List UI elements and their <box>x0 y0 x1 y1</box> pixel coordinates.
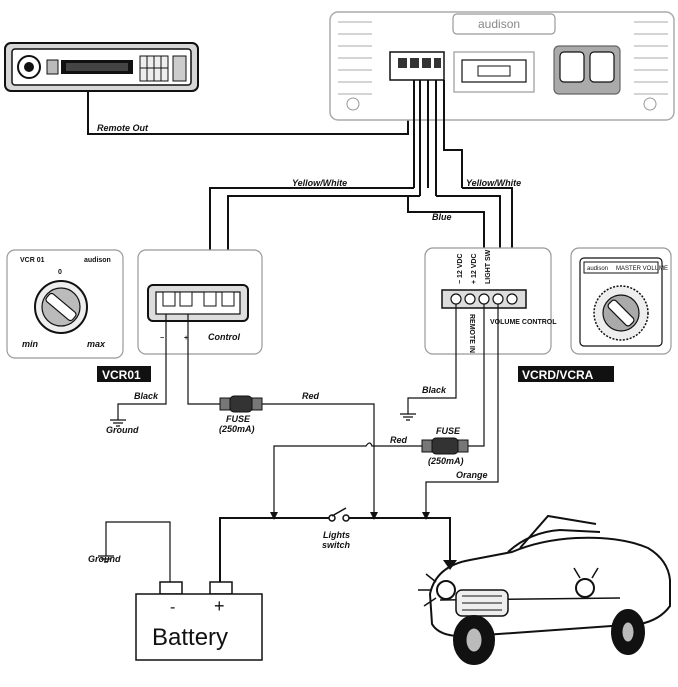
battery <box>135 581 263 661</box>
lights-switch-line2: switch <box>322 540 351 550</box>
vcr01-brand-label: audison <box>84 257 111 264</box>
black-left-label: Black <box>134 391 159 401</box>
vcr01-max-label: max <box>87 339 106 349</box>
vcrd-plus12-label: + 12 VDC <box>471 253 478 284</box>
red-left-label: Red <box>302 391 320 401</box>
fuse-right-rating: (250mA) <box>428 456 464 466</box>
svg-text:VCR01: VCR01 <box>102 368 141 382</box>
red-mid-label: Red <box>390 435 408 445</box>
amplifier: audison <box>329 11 675 121</box>
vcr01-knob-panel: VCR 01 audison 0 min max <box>6 249 124 359</box>
lights-arrow <box>443 560 457 570</box>
vcr01-badge: VCR01 <box>97 366 151 382</box>
vcr01-model-label: VCR 01 <box>20 257 45 264</box>
vcra-knob-panel: audison MASTER VOLUME <box>570 247 672 355</box>
vcrd-vcra-badge: VCRD/VCRA <box>518 366 614 382</box>
orange-label: Orange <box>456 470 488 480</box>
battery-minus-label: - <box>170 599 175 616</box>
lights-switch <box>328 507 350 522</box>
vcra-master-volume-label: MASTER VOLUME <box>616 266 668 272</box>
battery-plus-label: + <box>214 596 225 616</box>
vcrd-minus12-label: − 12 VDC <box>457 253 464 284</box>
headlight-rays <box>418 567 599 607</box>
vcr01-min-label: min <box>22 339 39 349</box>
ground-bottom-label: Ground <box>88 554 121 564</box>
fuse-left-rating: (250mA) <box>219 424 255 434</box>
yellow-white-left-label: Yellow/White <box>292 178 347 188</box>
fuse-right <box>421 437 469 455</box>
blue-wire-label: Blue <box>432 212 452 222</box>
vcr01-connector-panel: − + Control <box>137 249 263 355</box>
fuse-left-label: FUSE <box>226 414 251 424</box>
fuse-right-label: FUSE <box>436 426 461 436</box>
yellow-white-right-label: Yellow/White <box>466 178 521 188</box>
vcrd-remote-in-label: REMOTE IN <box>468 314 475 353</box>
svg-text:VCRD/VCRA: VCRD/VCRA <box>522 368 594 382</box>
head-unit <box>4 42 199 92</box>
vcrd-terminal-panel: − 12 VDC + 12 VDC LIGHT SW REMOTE IN VOL… <box>424 247 557 355</box>
remote-out-label: Remote Out <box>97 123 149 133</box>
vcrd-lightsw-label: LIGHT SW <box>485 249 492 284</box>
vcra-brand-label: audison <box>587 266 608 272</box>
battery-label: Battery <box>152 624 228 651</box>
bus-arrows <box>270 512 430 520</box>
car <box>428 514 671 665</box>
vcr01-zero-label: 0 <box>58 269 62 276</box>
black-right-label: Black <box>422 385 447 395</box>
lights-switch-line1: Lights <box>323 530 350 540</box>
vcr01-control-label: Control <box>208 332 240 342</box>
amplifier-brand: audison <box>478 17 520 31</box>
vcr01-plus-label: + <box>184 335 188 342</box>
vcrd-volume-control-label: VOLUME CONTROL <box>490 319 557 326</box>
vcr01-minus-label: − <box>160 335 164 342</box>
ground-top-label: Ground <box>106 425 139 435</box>
lower-wires <box>98 304 499 582</box>
fuse-left <box>219 395 263 413</box>
